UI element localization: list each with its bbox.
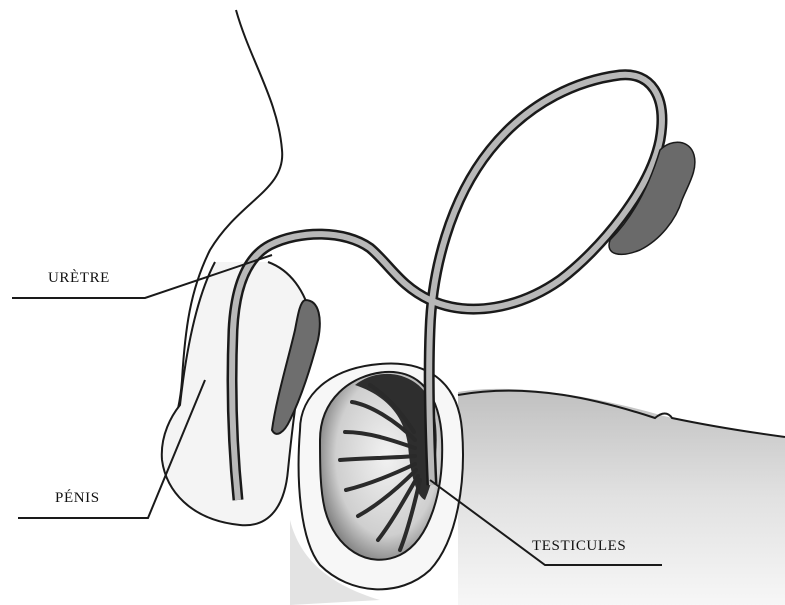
thigh-shading xyxy=(458,389,785,605)
label-uretre: URÈTRE xyxy=(48,269,110,286)
penis-leader xyxy=(18,380,205,518)
label-penis: PÉNIS xyxy=(55,489,100,506)
label-testicules: TESTICULES xyxy=(532,538,626,554)
